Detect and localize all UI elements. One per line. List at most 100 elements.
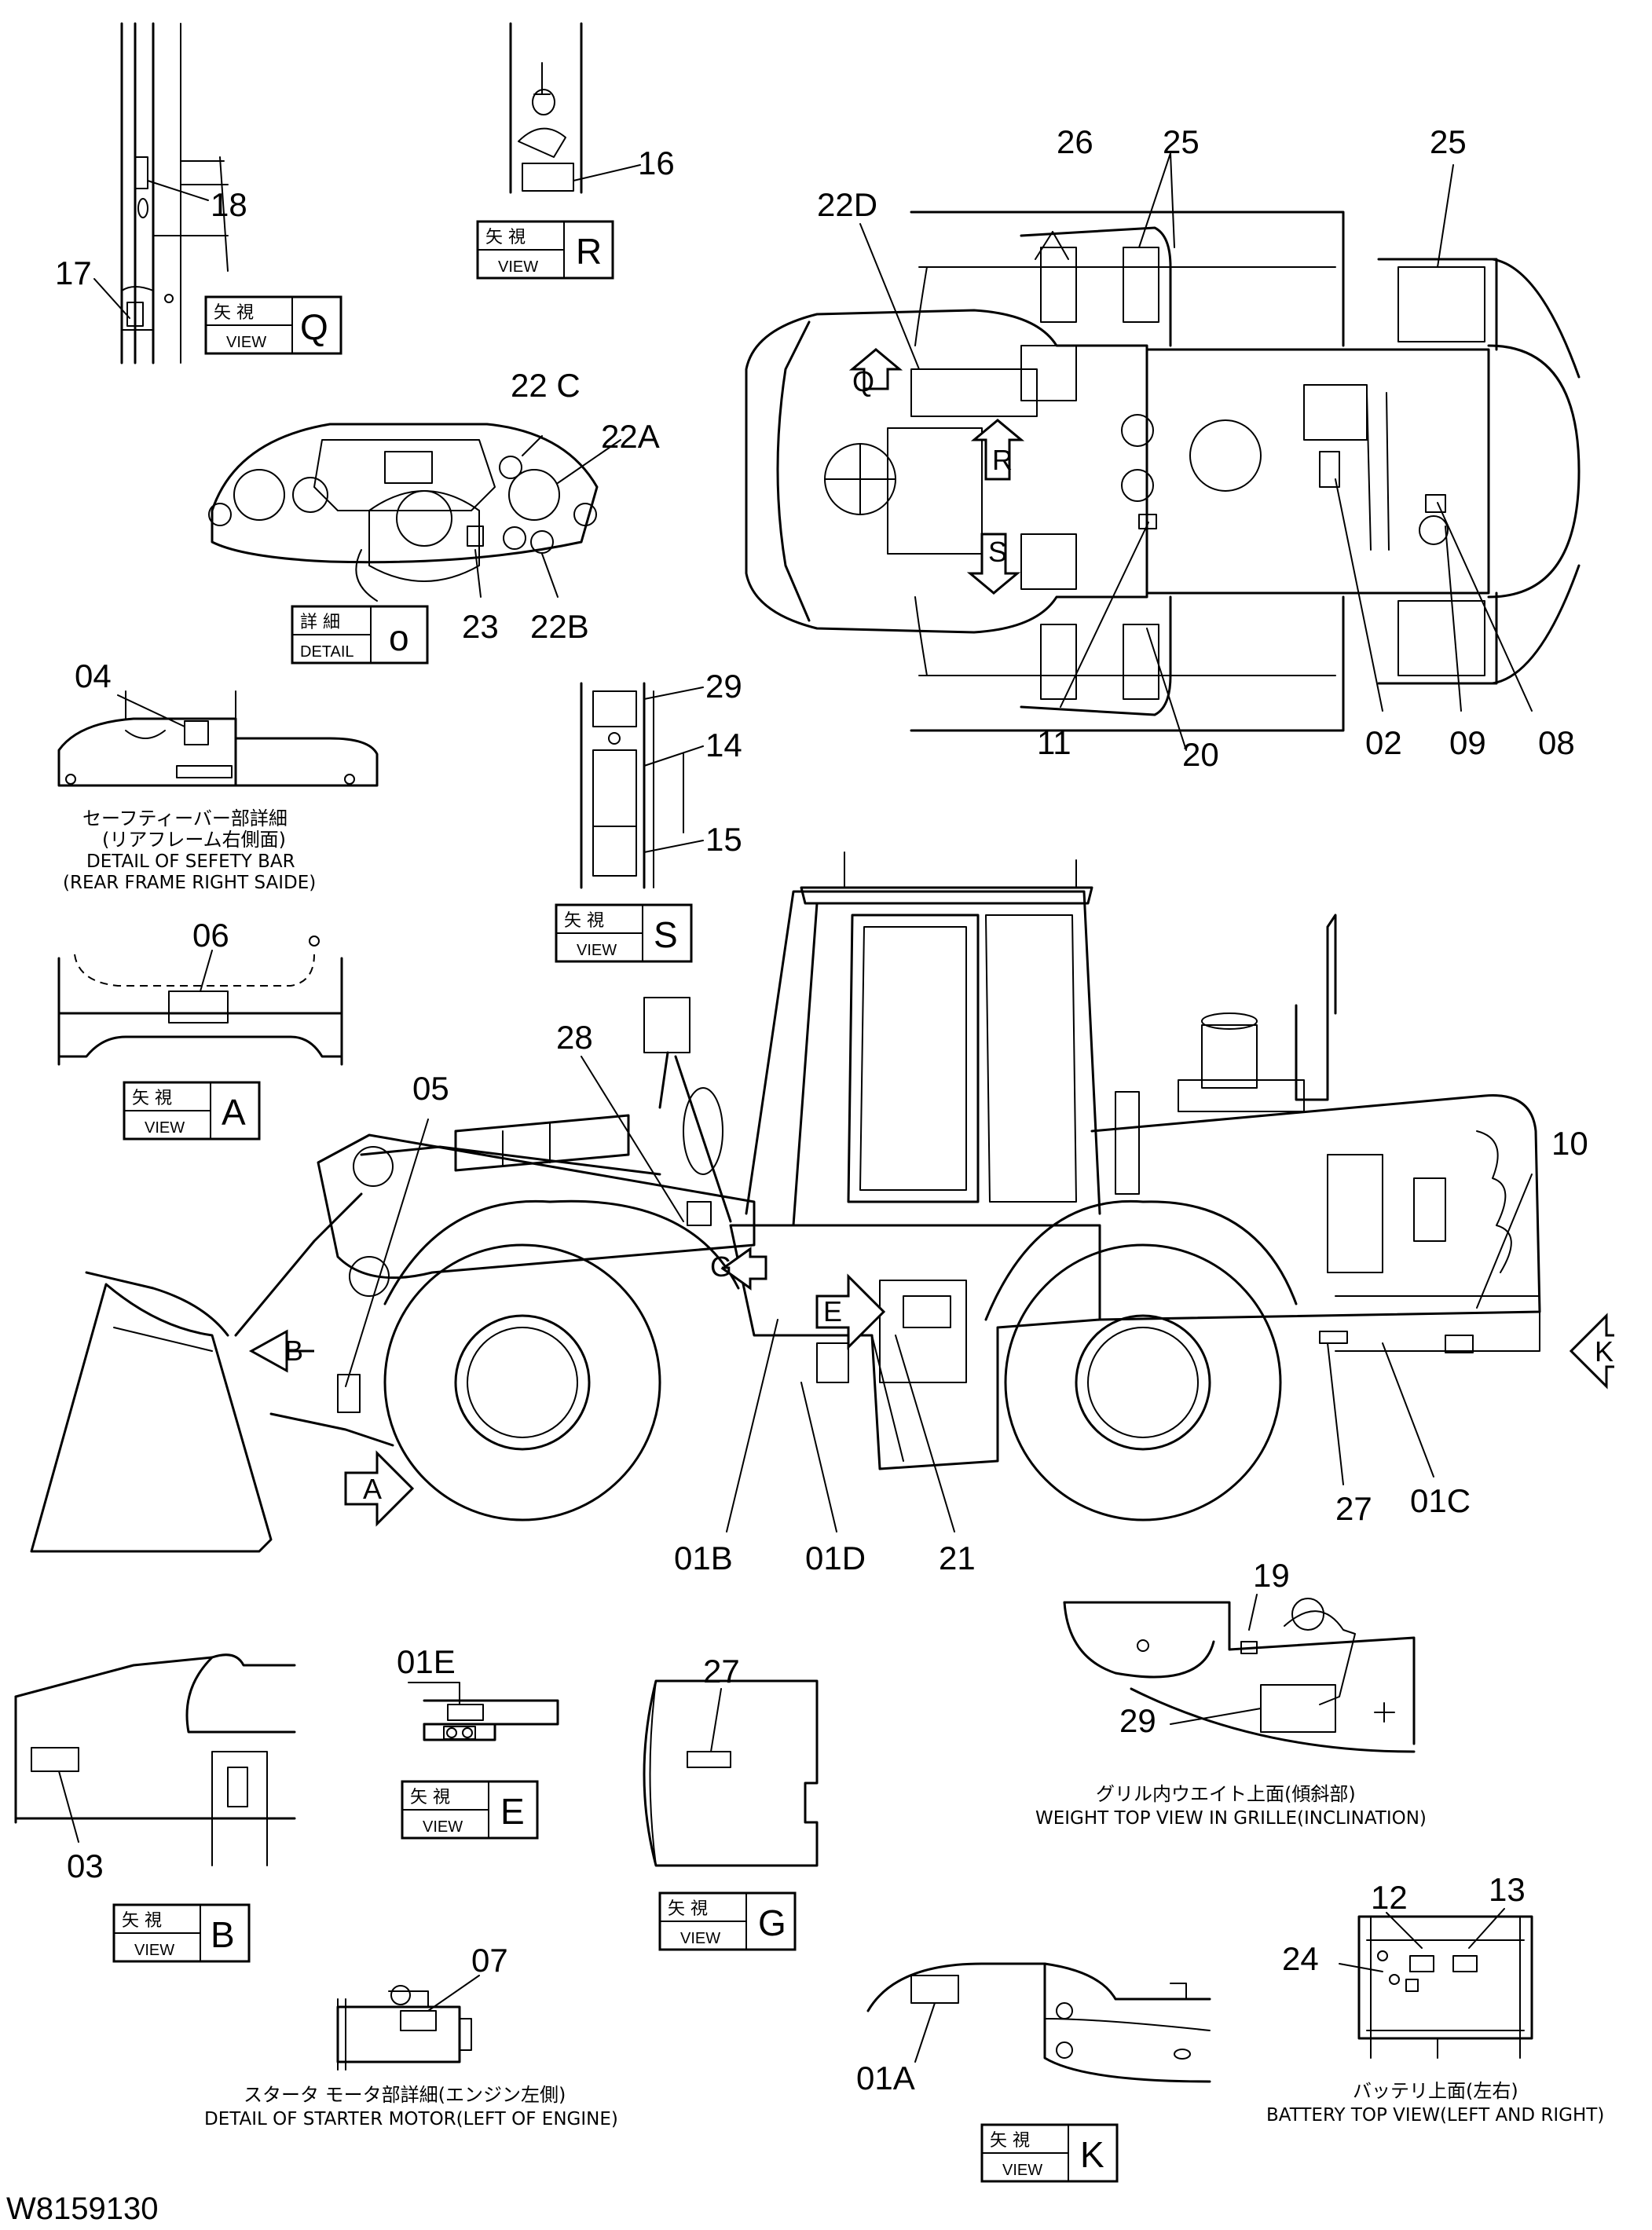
view-a-detail: 06 矢 視 VIEW A xyxy=(57,917,343,1141)
part-label-25-b: 25 xyxy=(1430,123,1467,160)
machine-top-view: Q R S 26 25 25 22D 11 20 02 09 08 xyxy=(745,123,1581,773)
arrow-letter-q: Q xyxy=(852,365,874,397)
part-label-17: 17 xyxy=(55,254,92,291)
part-label-22a: 22A xyxy=(601,418,660,455)
part-label-18: 18 xyxy=(211,186,247,223)
part-label-11: 11 xyxy=(1037,724,1071,761)
view-box-a: 矢 視 VIEW A xyxy=(123,1081,261,1141)
svg-text:G: G xyxy=(758,1902,786,1943)
part-label-26: 26 xyxy=(1057,123,1093,160)
part-label-01b: 01B xyxy=(674,1540,733,1576)
part-label-04: 04 xyxy=(75,657,112,694)
caption-starter-en: DETAIL OF STARTER MOTOR(LEFT OF ENGINE) xyxy=(204,2109,618,2129)
svg-text:VIEW: VIEW xyxy=(577,942,617,959)
caption-weight-en: WEIGHT TOP VIEW IN GRILLE(INCLINATION) xyxy=(1035,1808,1427,1829)
part-label-28: 28 xyxy=(556,1019,593,1056)
svg-text:S: S xyxy=(654,914,678,955)
svg-text:B: B xyxy=(211,1914,235,1955)
arrow-letter-k: K xyxy=(1595,1335,1614,1368)
part-label-22c: 22 C xyxy=(511,367,581,404)
part-label-23: 23 xyxy=(462,608,499,645)
svg-text:VIEW: VIEW xyxy=(680,1930,720,1947)
dashboard-detail-o: 22 C 22A 23 22B 詳 細 DETAIL o xyxy=(208,367,660,665)
part-label-29-b: 29 xyxy=(1119,1702,1156,1739)
part-label-19: 19 xyxy=(1253,1557,1290,1594)
part-label-03: 03 xyxy=(67,1847,104,1884)
machine-side-view: B A G E K 05 28 10 27 01C 01B 01D 21 xyxy=(30,851,1614,1576)
part-label-15: 15 xyxy=(705,821,742,858)
caption-safety-bar-jp2: (リアフレーム右側面) xyxy=(102,829,286,851)
document-id: W8159130 xyxy=(6,2192,158,2226)
svg-text:DETAIL: DETAIL xyxy=(300,643,354,661)
arrow-letter-r: R xyxy=(992,444,1013,476)
starter-motor-detail: 07 スタータ モータ部詳細(エンジン左側) DETAIL OF STARTER… xyxy=(204,1942,618,2129)
view-box-q: 矢 視 VIEW Q xyxy=(204,295,342,355)
svg-text:矢 視: 矢 視 xyxy=(132,1089,172,1108)
part-label-24: 24 xyxy=(1282,1940,1319,1977)
part-label-27-a: 27 xyxy=(1335,1490,1372,1527)
part-label-01c: 01C xyxy=(1410,1482,1471,1519)
part-label-05: 05 xyxy=(412,1070,449,1107)
svg-text:VIEW: VIEW xyxy=(226,334,266,351)
part-label-27-b: 27 xyxy=(703,1653,740,1690)
caption-safety-bar-en: DETAIL OF SEFETY BAR xyxy=(86,851,295,872)
caption-battery-jp: バッテリ上面(左右) xyxy=(1353,2080,1518,2102)
part-label-16: 16 xyxy=(638,145,675,181)
caption-weight-jp: グリル内ウエイト上面(傾斜部) xyxy=(1096,1783,1356,1805)
svg-text:R: R xyxy=(576,231,602,272)
svg-text:矢 視: 矢 視 xyxy=(410,1788,450,1807)
part-label-12: 12 xyxy=(1371,1879,1408,1916)
part-label-21: 21 xyxy=(939,1540,976,1576)
detail-box-o: 詳 細 DETAIL o xyxy=(291,605,429,665)
svg-text:VIEW: VIEW xyxy=(145,1119,185,1137)
part-label-14: 14 xyxy=(705,727,742,763)
svg-text:矢 視: 矢 視 xyxy=(990,2131,1030,2151)
view-b-detail: 03 矢 視 VIEW B xyxy=(14,1653,296,1963)
part-label-01a: 01A xyxy=(856,2060,915,2096)
view-box-s: 矢 視 VIEW S xyxy=(555,903,693,963)
svg-text:o: o xyxy=(389,617,409,658)
weight-top-view-detail: 19 29 グリル内ウエイト上面(傾斜部) WEIGHT TOP VIEW IN… xyxy=(1035,1557,1427,1829)
battery-top-view-detail: 12 13 24 バッテリ上面(左右) BATTERY TOP VIEW(LEF… xyxy=(1266,1871,1604,2126)
svg-text:VIEW: VIEW xyxy=(498,258,538,276)
svg-text:VIEW: VIEW xyxy=(134,1942,174,1959)
caption-starter-jp: スタータ モータ部詳細(エンジン左側) xyxy=(244,2084,566,2106)
svg-text:VIEW: VIEW xyxy=(423,1818,463,1836)
svg-text:矢 視: 矢 視 xyxy=(564,911,604,931)
arrow-letter-e: E xyxy=(823,1295,842,1327)
part-label-22d: 22D xyxy=(817,186,877,223)
part-label-29-a: 29 xyxy=(705,668,742,705)
safety-bar-detail: 04 セーフティーバー部詳細 (リアフレーム右側面) DETAIL OF SEF… xyxy=(57,657,379,893)
svg-text:K: K xyxy=(1080,2134,1104,2175)
view-box-r: 矢 視 VIEW R xyxy=(476,220,614,280)
view-s-detail: 29 14 15 矢 視 VIEW S xyxy=(555,668,742,963)
svg-text:詳 細: 詳 細 xyxy=(300,613,340,632)
view-q-detail: 18 17 矢 視 VIEW Q xyxy=(55,22,342,364)
part-label-01e: 01E xyxy=(397,1643,456,1680)
svg-text:矢 視: 矢 視 xyxy=(214,303,254,323)
view-box-k: 矢 視 VIEW K xyxy=(980,2123,1119,2183)
part-label-01d: 01D xyxy=(805,1540,866,1576)
part-label-25-a: 25 xyxy=(1163,123,1200,160)
part-label-07: 07 xyxy=(471,1942,508,1979)
svg-text:A: A xyxy=(222,1092,246,1133)
arrow-letter-b: B xyxy=(284,1335,303,1367)
part-label-22b: 22B xyxy=(530,608,589,645)
view-g-detail: 27 矢 視 VIEW G xyxy=(643,1653,819,1951)
part-label-20: 20 xyxy=(1182,736,1219,773)
caption-safety-bar-en2: (REAR FRAME RIGHT SAIDE) xyxy=(63,873,316,893)
view-box-e: 矢 視 VIEW E xyxy=(401,1780,539,1840)
arrow-letter-a: A xyxy=(363,1473,382,1505)
part-label-02: 02 xyxy=(1365,724,1402,761)
caption-battery-en: BATTERY TOP VIEW(LEFT AND RIGHT) xyxy=(1266,2105,1604,2126)
view-box-g: 矢 視 VIEW G xyxy=(658,1891,797,1951)
view-box-b: 矢 視 VIEW B xyxy=(112,1903,251,1963)
arrow-letter-g: G xyxy=(710,1250,732,1283)
view-k-detail: 01A 矢 視 VIEW K xyxy=(856,1962,1211,2183)
svg-text:E: E xyxy=(500,1791,525,1832)
view-r-detail: 16 矢 視 VIEW R xyxy=(476,22,675,280)
svg-text:Q: Q xyxy=(300,306,328,347)
caption-safety-bar-jp: セーフティーバー部詳細 xyxy=(82,807,288,829)
part-label-08: 08 xyxy=(1538,724,1575,761)
part-label-10: 10 xyxy=(1551,1125,1588,1162)
